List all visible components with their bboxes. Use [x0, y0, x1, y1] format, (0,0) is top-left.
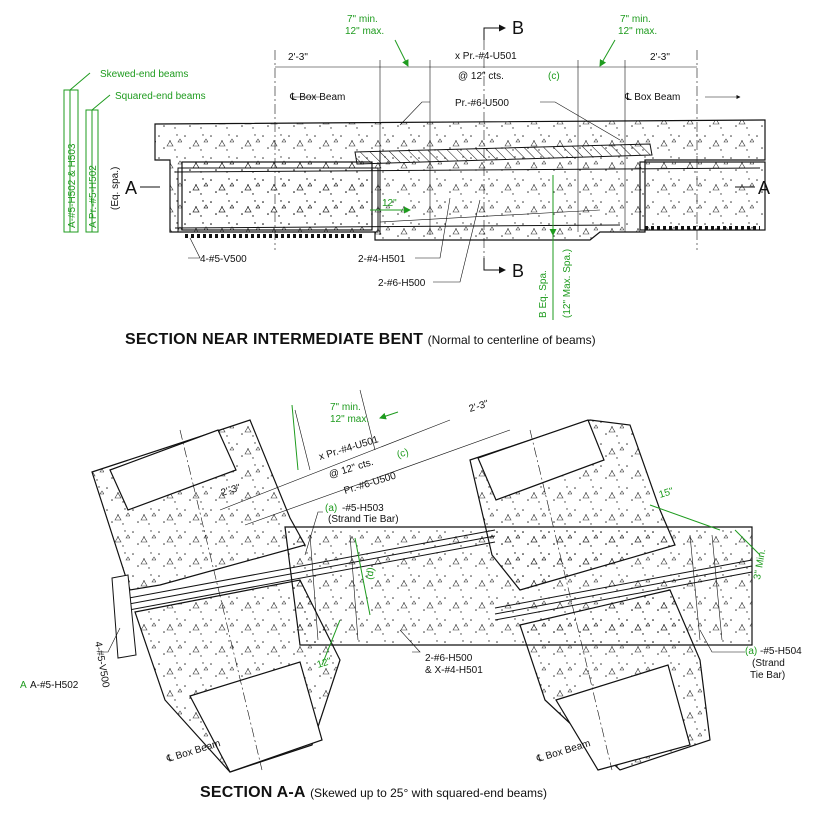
top-section-subtitle: (Normal to centerline of beams): [427, 333, 596, 347]
top-squared: Squared-end beams: [115, 91, 206, 102]
top-dim-left: 2'-3": [288, 52, 308, 63]
top-box-beam-right: ℄ Box Beam: [624, 92, 680, 103]
top-pr-h502: A Pr.-#5-H502: [88, 165, 99, 228]
top-h500: 2-#6-H500: [378, 278, 426, 289]
bottom-dim-top: 2'-3": [468, 398, 491, 414]
bottom-min-1: 7" min.: [330, 402, 361, 413]
bottom-fifteen: 15": [658, 486, 676, 501]
bottom-h503-sub: (Strand Tie Bar): [328, 514, 399, 525]
top-min-left-1: 7" min.: [347, 14, 378, 25]
bottom-h504-sub-1: (Strand: [752, 658, 785, 669]
top-dim-right: 2'-3": [650, 52, 670, 63]
top-max-spa: (12" Max. Spa.): [562, 249, 573, 318]
bottom-lower-right-void: [555, 664, 691, 771]
bottom-lower-left-void: [189, 661, 323, 773]
top-min-right-1: 7" min.: [620, 14, 651, 25]
bottom-h504-sub-2: Tie Bar): [750, 670, 785, 681]
top-spacing-note: (c): [548, 71, 560, 82]
top-min-right-2: 12" max.: [618, 26, 657, 37]
bottom-twelve: 12": [316, 656, 334, 671]
top-h502-h503: A-#5-H502 & H503: [67, 143, 78, 228]
top-cut-a-right: A: [758, 178, 770, 198]
top-spacing: @ 12" cts.: [458, 71, 504, 82]
bottom-h503-a: (a): [325, 503, 337, 514]
top-section-title: SECTION NEAR INTERMEDIATE BENT: [125, 331, 424, 348]
top-min-left-2: 12" max.: [345, 26, 384, 37]
bottom-spacing: @ 12" cts.: [328, 457, 375, 481]
bottom-three-min: 3" Min.: [752, 548, 768, 580]
top-twelve: 12": [382, 198, 397, 209]
bottom-h504: -#5-H504: [760, 646, 802, 657]
bottom-h502: A-#5-H502: [30, 680, 79, 691]
bottom-h503: -#5-H503: [342, 503, 384, 514]
bottom-left-tie-plate: [111, 574, 137, 659]
top-labels: 2'-3" 2'-3" 7" min. 12" max. 7" min. 12"…: [67, 14, 770, 318]
bottom-section-caption: SECTION A-A (Skewed up to 25° with squar…: [200, 784, 547, 802]
top-u501: x Pr.-#4-U501: [455, 51, 517, 62]
top-b-eq-spa: B Eq. Spa.: [538, 270, 549, 318]
top-cut-b-top: B: [512, 18, 524, 38]
top-cut-a-left: A: [125, 178, 137, 198]
top-left-beam: [181, 161, 373, 231]
bottom-h504-a: (a): [745, 646, 757, 657]
bottom-d-note: (d): [364, 567, 377, 581]
top-box-beam-left: ℄ Box Beam: [289, 92, 345, 103]
top-skewed: Skewed-end beams: [100, 69, 188, 80]
bottom-h502-a: A: [20, 680, 27, 691]
top-cut-b-bottom: B: [512, 261, 524, 281]
bottom-h500-h501-1: 2-#6-H500: [425, 653, 473, 664]
top-right-beam: [639, 161, 766, 231]
bottom-upper-right-void: [477, 419, 605, 501]
top-section-drawing: [63, 24, 766, 320]
bottom-section-drawing: [91, 389, 761, 773]
bottom-spacing-note: (c): [396, 447, 410, 461]
top-v500: 4-#5-V500: [200, 254, 247, 265]
top-eq-spa: (Eq. spa.): [110, 167, 121, 210]
top-section-caption: SECTION NEAR INTERMEDIATE BENT (Normal t…: [125, 331, 596, 349]
bottom-box-beam-right: ℄ Box Beam: [535, 738, 592, 765]
bottom-upper-left-void: [109, 429, 237, 511]
bottom-v500: 4-#5-V500: [92, 641, 111, 689]
top-u500: Pr.-#6-U500: [455, 98, 509, 109]
bottom-section-subtitle: (Skewed up to 25° with squared-end beams…: [310, 786, 547, 800]
top-h501: 2-#4-H501: [358, 254, 406, 265]
bottom-h500-h501-2: & X-#4-H501: [425, 665, 483, 676]
bottom-section-title: SECTION A-A: [200, 784, 306, 801]
bottom-min-2: 12" max.: [330, 414, 369, 425]
